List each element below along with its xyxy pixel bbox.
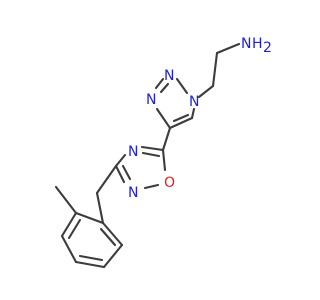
bond-bz-4-5-inner	[78, 254, 104, 262]
bond-bz-1-2	[74, 211, 105, 225]
atom-label-layer: N H 2 N N N N O N	[128, 36, 272, 201]
bond-layer	[54, 42, 241, 269]
bond-o1-n2	[143, 183, 160, 190]
atom-triazole-n2: N	[164, 68, 174, 84]
bond-c5-n1	[190, 107, 196, 120]
bond-bz-2-3	[60, 211, 78, 238]
atom-amine-h-subscript: 2	[263, 40, 272, 56]
bond-n4-c5-a	[140, 145, 165, 152]
molecule-structure: N H 2 N N N N O N	[54, 36, 272, 269]
atom-oxadiazole-n4: N	[128, 144, 138, 160]
bond-bz-4-5	[74, 260, 106, 269]
bond-bz-6-1	[101, 221, 124, 247]
bond-n2-n3-a	[154, 77, 165, 90]
bond-n2-c3-b	[121, 164, 132, 181]
atom-amine-n: N	[241, 36, 251, 52]
bond-ch2-ch2	[211, 51, 219, 88]
atom-triazole-n3: N	[146, 92, 156, 108]
bond-n4-c5-b	[141, 151, 161, 158]
bond-nh2-ch2	[215, 42, 241, 55]
atom-amine-h: H	[252, 36, 263, 52]
bond-c3-ch2	[95, 164, 118, 195]
bond-n3-c4	[155, 107, 172, 130]
atom-oxadiazole-n2: N	[128, 185, 138, 201]
bond-n2-n3-b	[159, 82, 170, 94]
bond-c3-n4	[114, 153, 127, 168]
bond-bz-methyl	[54, 185, 78, 215]
atom-triazole-n1: N	[189, 94, 199, 110]
bond-c4-c5-a	[168, 116, 194, 130]
bond-bz-2-3-inner	[67, 218, 82, 240]
bond-c4-c5-b	[172, 113, 190, 123]
bond-bz-3-4	[60, 234, 78, 264]
atom-oxadiazole-o1: O	[164, 175, 175, 191]
bond-ch2-benzene	[95, 191, 105, 225]
bond-c5-o1	[161, 148, 167, 172]
bond-bz-5-6	[102, 243, 124, 269]
bond-n1-n2	[175, 77, 189, 95]
bond-ch2-triazole-n	[197, 84, 215, 99]
bond-triazole-oxadiazole	[161, 126, 172, 152]
bond-bz-6-1-inner	[99, 227, 117, 247]
bond-n2-c3-a	[114, 164, 126, 184]
